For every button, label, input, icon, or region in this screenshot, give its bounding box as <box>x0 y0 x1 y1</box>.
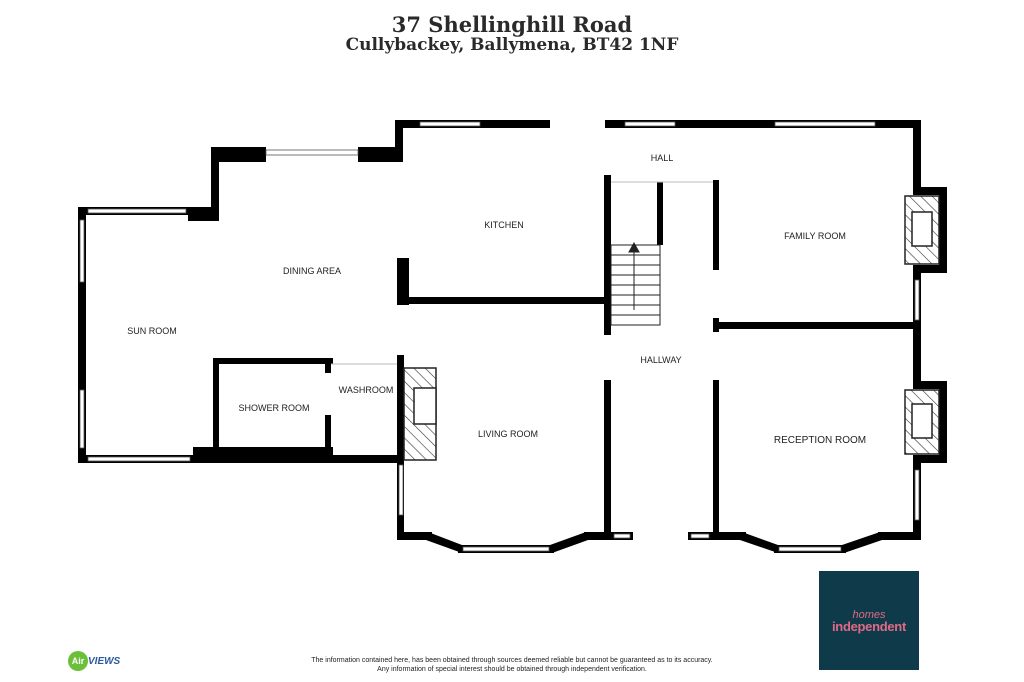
room-label-dining-area: DINING AREA <box>283 266 341 276</box>
room-label-reception-room: RECEPTION ROOM <box>774 435 866 446</box>
homes-independent-logo: homes independent <box>819 571 919 670</box>
walls <box>78 120 947 553</box>
windows <box>79 120 920 552</box>
room-label-family-room: FAMILY ROOM <box>784 231 846 241</box>
disclaimer: The information contained here, has been… <box>311 657 713 673</box>
property-title: 37 Shellinghill Road <box>391 12 633 37</box>
room-label-hall: HALL <box>651 153 674 163</box>
stairs <box>610 241 661 326</box>
room-label-washroom: WASHROOM <box>339 385 394 395</box>
room-label-shower-room: SHOWER ROOM <box>239 403 310 413</box>
thin-lines <box>331 181 713 365</box>
room-label-kitchen: KITCHEN <box>484 220 524 230</box>
room-label-living-room: LIVING ROOM <box>478 429 538 439</box>
room-label-sun-room: SUN ROOM <box>127 326 177 336</box>
property-address: Cullybackey, Ballymena, BT42 1NF <box>345 35 679 55</box>
fireplaces <box>403 195 940 461</box>
room-label-hallway: HALLWAY <box>640 355 681 365</box>
room-labels: HALL KITCHEN FAMILY ROOM DINING AREA SUN… <box>127 153 866 446</box>
